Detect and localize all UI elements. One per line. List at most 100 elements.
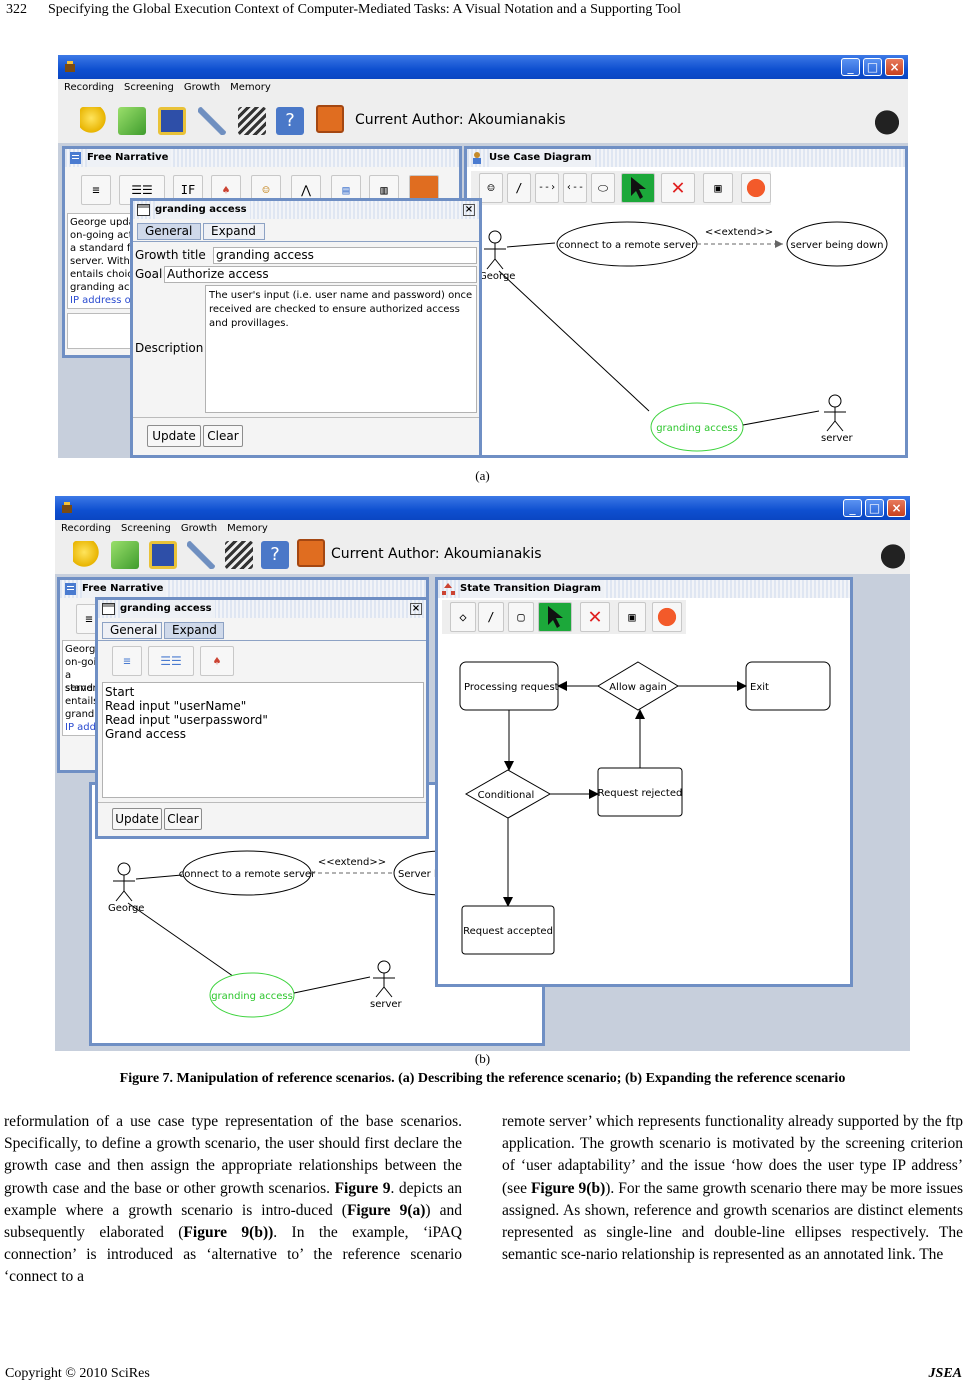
text-run: . In the example, ‘iPAQ connection’ is i… bbox=[4, 1224, 463, 1286]
hierarchy-icon[interactable]: ♠ bbox=[200, 646, 234, 676]
minimize-button[interactable]: _ bbox=[843, 499, 862, 517]
figure-reference[interactable]: Figure 9(a) bbox=[346, 1201, 426, 1219]
delete-icon[interactable]: ✕ bbox=[580, 602, 610, 632]
line-tool-icon[interactable]: / bbox=[507, 173, 531, 203]
pen-icon[interactable] bbox=[198, 107, 226, 135]
goal-label: Goal bbox=[135, 267, 163, 281]
save-disk-icon[interactable] bbox=[158, 107, 186, 135]
narrative-line: IP address o bbox=[70, 295, 131, 306]
columns-icon[interactable]: ☰☰ bbox=[148, 646, 194, 676]
exit-icon[interactable] bbox=[316, 105, 344, 133]
use-case-server-down[interactable] bbox=[786, 221, 888, 267]
narrative-text-area[interactable]: George upda on-going act a standard fl s… bbox=[67, 213, 137, 309]
rounded-rect-tool-icon[interactable]: ▢ bbox=[508, 602, 534, 632]
menu-growth[interactable]: Growth bbox=[180, 523, 218, 534]
update-button[interactable]: Update bbox=[147, 425, 201, 447]
update-button[interactable]: Update bbox=[112, 808, 162, 830]
clapper-icon[interactable] bbox=[225, 541, 253, 569]
clapper-icon[interactable] bbox=[238, 107, 266, 135]
clear-button[interactable]: Clear bbox=[203, 425, 243, 447]
user-avatar-icon[interactable] bbox=[878, 541, 908, 569]
narrative-line: grandin bbox=[65, 709, 104, 720]
pointer-tool-icon[interactable] bbox=[538, 602, 572, 632]
actor-tool-icon[interactable]: ☺ bbox=[479, 173, 503, 203]
power-icon[interactable] bbox=[741, 173, 771, 203]
dashed-arrow-right-icon[interactable]: --› bbox=[535, 173, 559, 203]
menu-recording[interactable]: Recording bbox=[64, 82, 115, 93]
numbered-list-icon[interactable]: ≡ bbox=[112, 646, 142, 676]
open-folder-icon[interactable] bbox=[111, 541, 139, 569]
state-accepted[interactable] bbox=[461, 905, 555, 955]
menu-screening[interactable]: Screening bbox=[121, 523, 171, 534]
menu-growth[interactable]: Growth bbox=[183, 82, 221, 93]
menu-bar: Recording Screening Growth Memory bbox=[55, 520, 910, 538]
state-processing-label: Processing request bbox=[464, 682, 559, 693]
new-star-icon[interactable] bbox=[80, 107, 108, 135]
pen-icon[interactable] bbox=[187, 541, 215, 569]
tab-divider bbox=[98, 640, 426, 641]
dialog-close-icon[interactable]: × bbox=[410, 603, 422, 615]
help-icon[interactable]: ? bbox=[276, 107, 304, 135]
image-export-icon[interactable]: ▣ bbox=[703, 173, 733, 203]
close-button[interactable]: × bbox=[885, 58, 904, 76]
dialog-titlebar: granding access × bbox=[133, 201, 479, 219]
narrative-line: George bbox=[65, 644, 102, 655]
pointer-tool-icon[interactable] bbox=[621, 173, 655, 203]
tab-general[interactable]: General bbox=[137, 223, 201, 240]
expand-script-area[interactable]: Start Read input "userName" Read input "… bbox=[102, 682, 424, 798]
diamond-tool-icon[interactable]: ◇ bbox=[450, 602, 476, 632]
state-exit-label: Exit bbox=[750, 682, 769, 693]
use-case-titlebar: Use Case Diagram bbox=[467, 149, 905, 167]
script-line: Read input "userpassword" bbox=[105, 713, 268, 727]
menu-screening[interactable]: Screening bbox=[124, 82, 174, 93]
ellipse-tool-icon[interactable]: ⬭ bbox=[591, 173, 615, 203]
use-case-toolbar: ☺ / --› ‹-- ⬭ ✕ ▣ bbox=[471, 171, 771, 205]
figure-reference[interactable]: Figure 9(b) bbox=[530, 1179, 606, 1197]
exit-icon[interactable] bbox=[297, 539, 325, 567]
description-line: received are checked to ensure authorize… bbox=[209, 304, 460, 315]
document-icon bbox=[65, 583, 76, 595]
dashed-arrow-left-icon[interactable]: ‹-- bbox=[563, 173, 587, 203]
figure-b-caption: (b) bbox=[474, 1051, 491, 1066]
help-icon[interactable]: ? bbox=[261, 541, 289, 569]
figure-reference[interactable]: Figure 9(b)) bbox=[183, 1224, 274, 1242]
use-case-granding[interactable] bbox=[209, 972, 295, 1018]
menu-recording[interactable]: Recording bbox=[61, 523, 112, 534]
open-folder-icon[interactable] bbox=[118, 107, 146, 135]
java-cup-icon bbox=[65, 61, 75, 72]
save-disk-icon[interactable] bbox=[149, 541, 177, 569]
narrative-note-area[interactable] bbox=[67, 313, 137, 349]
narrative-line: server. bbox=[65, 683, 99, 694]
tab-expand[interactable]: Expand bbox=[164, 622, 224, 639]
use-case-granding[interactable] bbox=[650, 402, 744, 452]
delete-icon[interactable]: ✕ bbox=[661, 173, 695, 203]
menu-memory[interactable]: Memory bbox=[227, 523, 268, 534]
association-line bbox=[127, 902, 241, 982]
figure-reference[interactable]: Figure 9 bbox=[334, 1179, 391, 1197]
menu-memory[interactable]: Memory bbox=[230, 82, 271, 93]
minimize-button[interactable]: _ bbox=[841, 58, 860, 76]
george-actor[interactable] bbox=[113, 862, 135, 902]
server-actor[interactable] bbox=[373, 960, 395, 998]
narrative-line: a stand bbox=[65, 670, 93, 694]
narrative-line: George upda bbox=[70, 217, 135, 228]
tab-expand[interactable]: Expand bbox=[203, 223, 265, 240]
growth-title-field[interactable]: granding access bbox=[213, 247, 477, 264]
user-avatar-icon[interactable] bbox=[872, 107, 902, 135]
maximize-button[interactable]: □ bbox=[865, 499, 884, 517]
image-export-icon[interactable]: ▣ bbox=[618, 602, 646, 632]
new-star-icon[interactable] bbox=[73, 541, 101, 569]
dialog-close-icon[interactable]: × bbox=[463, 204, 475, 216]
tab-general[interactable]: General bbox=[102, 622, 162, 639]
line-tool-icon[interactable]: / bbox=[478, 602, 504, 632]
power-icon[interactable] bbox=[652, 602, 682, 632]
goal-field[interactable]: Authorize access bbox=[164, 266, 477, 283]
server-actor[interactable] bbox=[824, 394, 846, 432]
george-actor[interactable] bbox=[484, 230, 506, 270]
association-line bbox=[135, 874, 183, 880]
numbered-list-icon[interactable]: ≡ bbox=[81, 175, 111, 205]
description-textarea[interactable]: The user's input (i.e. user name and pas… bbox=[205, 285, 477, 413]
maximize-button[interactable]: □ bbox=[863, 58, 882, 76]
clear-button[interactable]: Clear bbox=[164, 808, 202, 830]
close-button[interactable]: × bbox=[887, 499, 906, 517]
